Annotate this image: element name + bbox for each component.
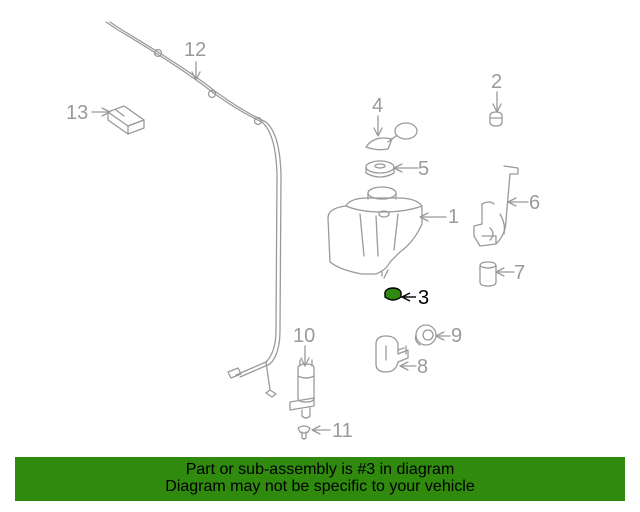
part-10-washer-pump bbox=[289, 359, 315, 419]
callout-6: 6 bbox=[529, 192, 541, 214]
leader-lines bbox=[91, 61, 529, 435]
callout-1: 1 bbox=[448, 206, 460, 228]
part-8-level-sensor bbox=[375, 335, 409, 373]
part-6-bracket bbox=[473, 165, 519, 247]
banner-line-2: Diagram may not be specific to your vehi… bbox=[165, 478, 475, 495]
callout-5: 5 bbox=[418, 158, 430, 180]
part-2-grommet bbox=[489, 111, 503, 127]
callout-7: 7 bbox=[514, 262, 526, 284]
callout-4: 4 bbox=[372, 95, 384, 117]
part-3-highlighted bbox=[384, 287, 416, 302]
info-banner: Part or sub-assembly is #3 in diagram Di… bbox=[15, 457, 625, 501]
part-7-sleeve bbox=[479, 261, 497, 287]
callout-9: 9 bbox=[451, 325, 463, 347]
part-9-grommet bbox=[414, 324, 437, 346]
callout-13: 13 bbox=[66, 102, 89, 124]
banner-line-1: Part or sub-assembly is #3 in diagram bbox=[185, 461, 455, 478]
part-5-neck bbox=[365, 160, 395, 178]
callout-12: 12 bbox=[184, 39, 207, 61]
callout-3: 3 bbox=[418, 287, 430, 309]
callout-10: 10 bbox=[293, 325, 316, 347]
part-1-reservoir bbox=[327, 186, 423, 279]
part-11-grommet bbox=[297, 425, 311, 440]
callout-8: 8 bbox=[417, 356, 429, 378]
part-13-clip bbox=[107, 105, 145, 135]
part-4-cap bbox=[365, 122, 418, 151]
part-12-washer-hose bbox=[105, 21, 282, 398]
callout-11: 11 bbox=[332, 420, 353, 442]
callout-2: 2 bbox=[491, 71, 503, 93]
